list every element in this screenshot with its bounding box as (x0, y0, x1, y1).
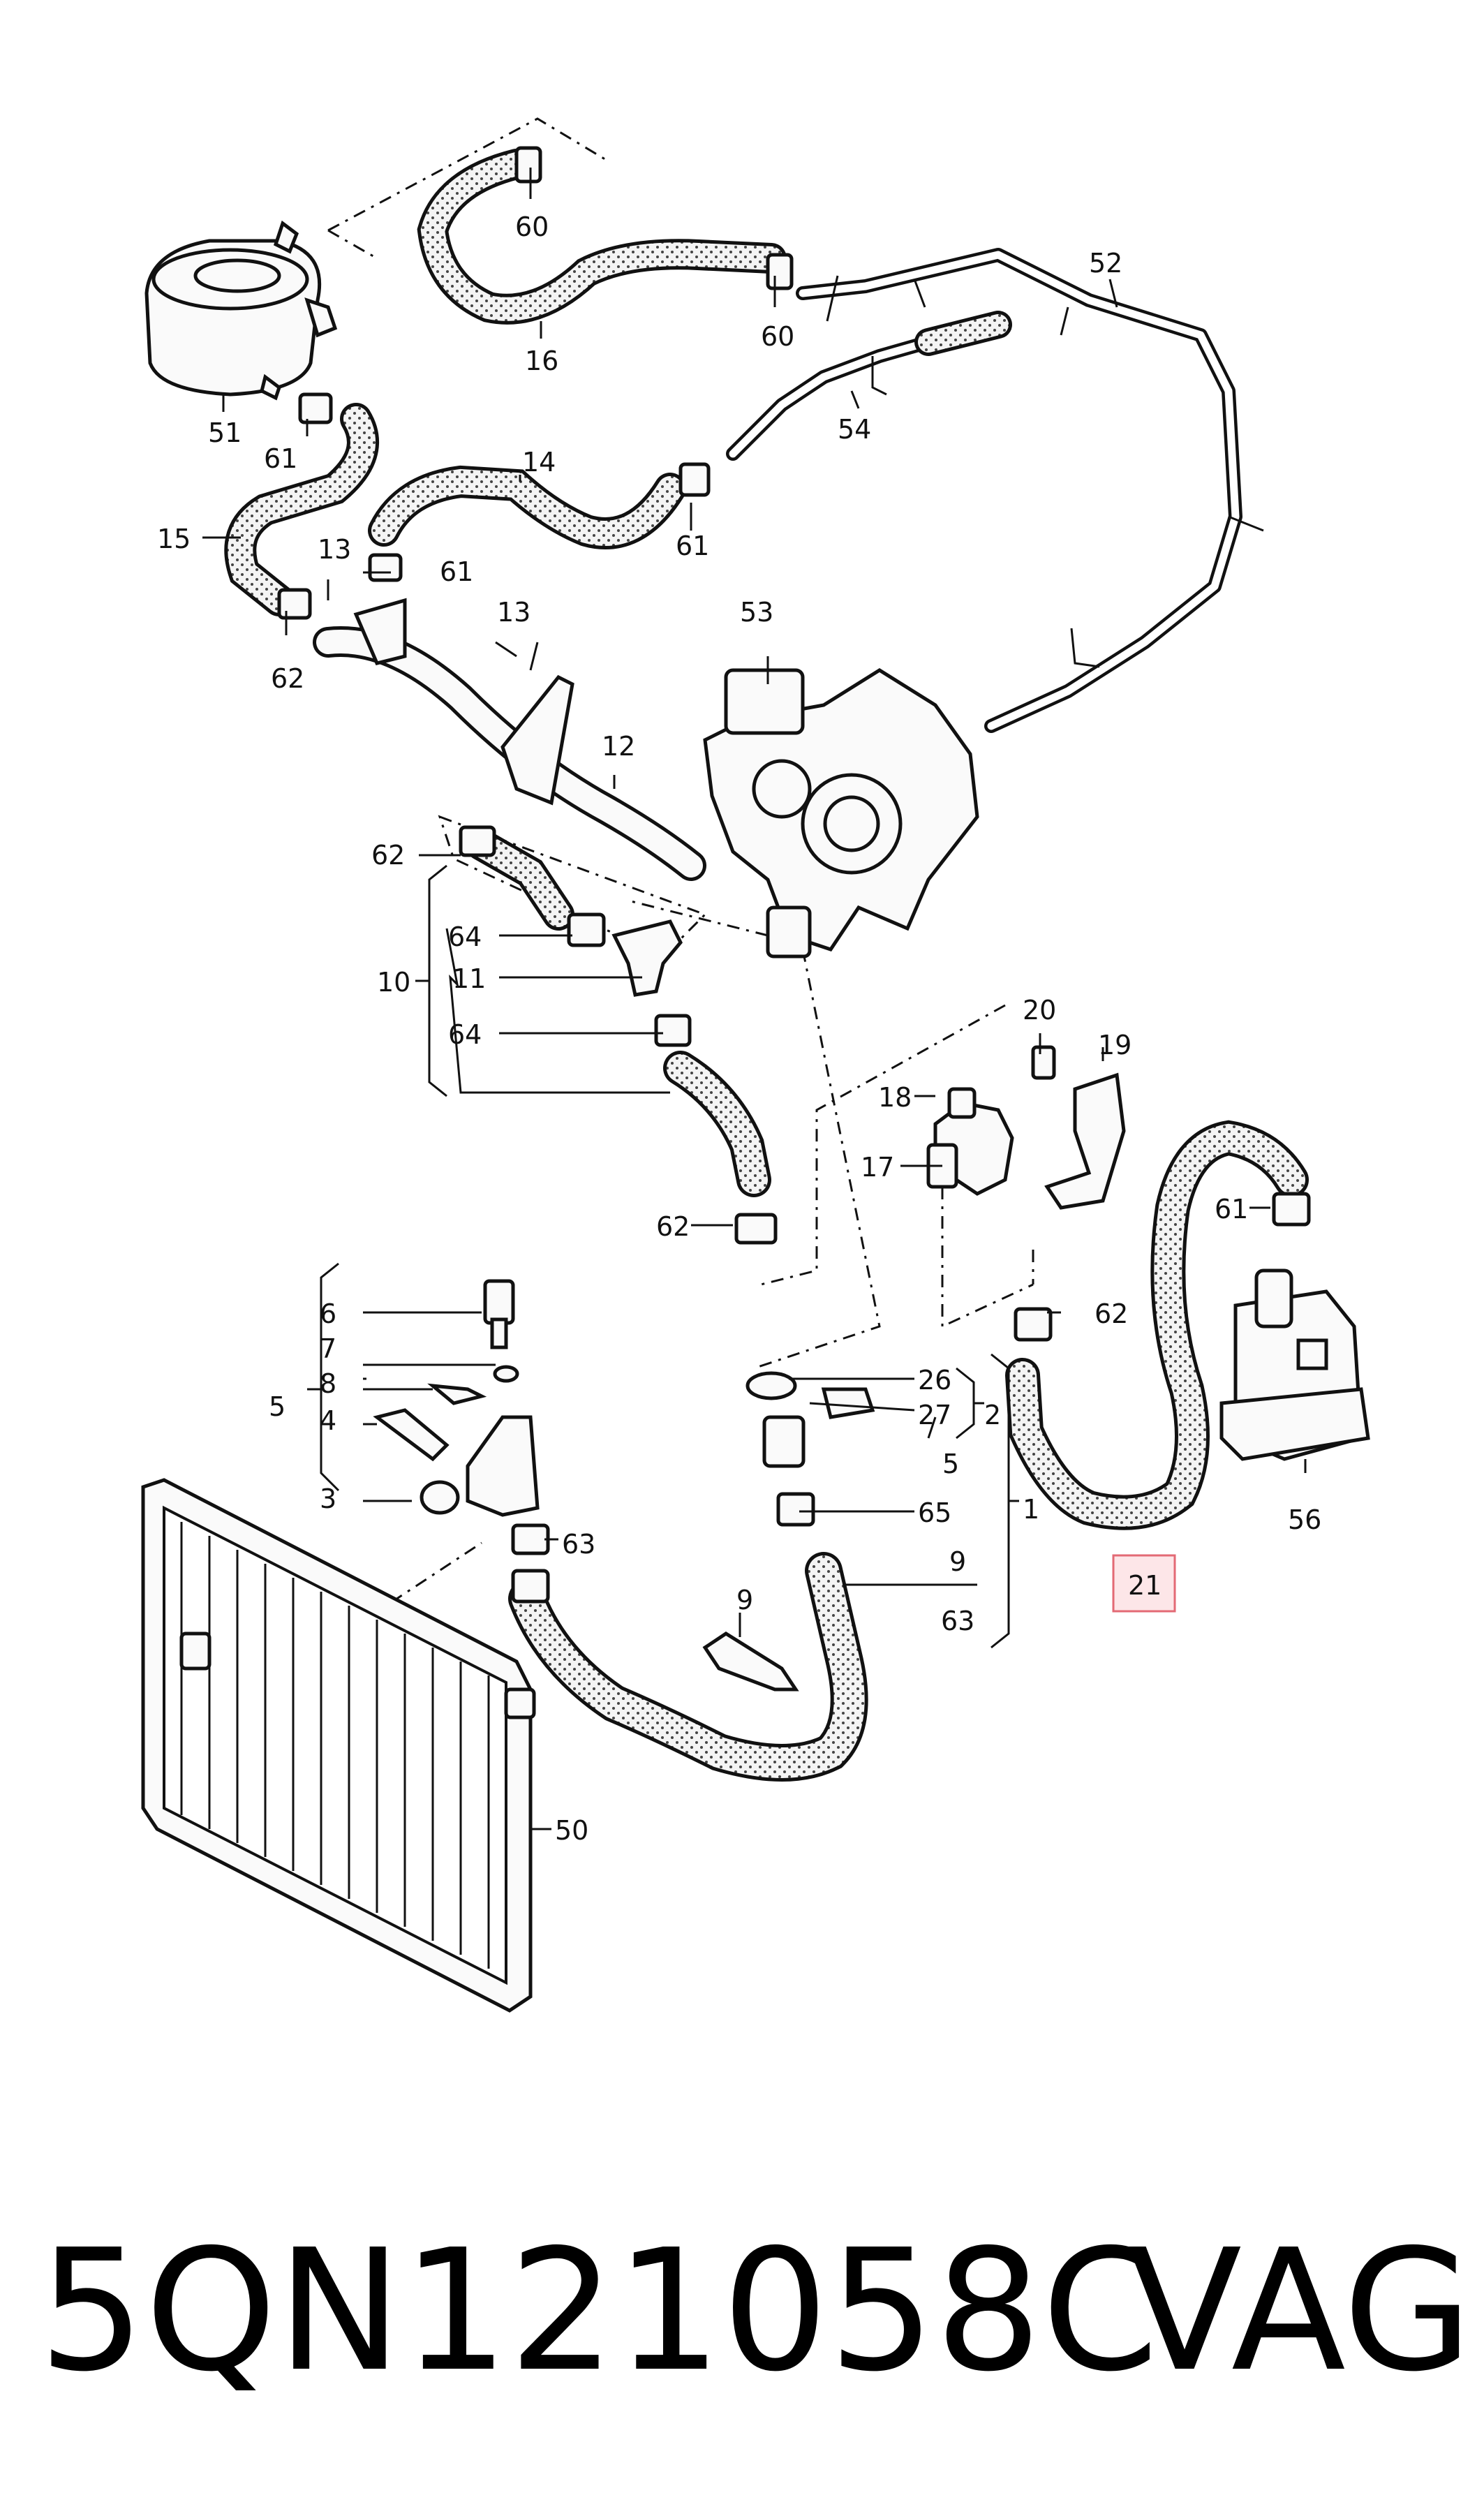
callout-17: 17 (861, 1152, 894, 1183)
pipe-54 (726, 311, 1012, 461)
callout-62d: 62 (1095, 1298, 1128, 1329)
callout-50: 50 (555, 1815, 588, 1846)
footer: 5QN121058C VAG (0, 2206, 1484, 2415)
callout-64a: 64 (448, 922, 482, 952)
brand-text: VAG (1127, 2213, 1473, 2408)
callout-10: 10 (377, 967, 410, 998)
callout-21-highlighted: 21 (1128, 1570, 1162, 1601)
callout-60a: 60 (515, 212, 549, 242)
highlight-box (1112, 1554, 1176, 1613)
callout-53: 53 (740, 597, 773, 628)
callout-54: 54 (838, 414, 871, 445)
hose-21 (1005, 1120, 1311, 1530)
callout-13b: 13 (497, 597, 530, 628)
callout-5a: 5 (269, 1391, 285, 1422)
leader-lines (202, 168, 1307, 1830)
callout-19: 19 (1098, 1030, 1131, 1060)
callout-14: 14 (522, 447, 556, 478)
expansion-tank (144, 220, 338, 401)
callout-52: 52 (1089, 248, 1122, 279)
callout-7: 7 (320, 1333, 336, 1364)
callout-60b: 60 (761, 321, 794, 352)
callout-6: 6 (320, 1298, 336, 1329)
callout-20: 20 (1023, 995, 1056, 1026)
callout-11: 11 (452, 963, 486, 994)
callout-12: 12 (602, 731, 635, 762)
callout-51: 51 (208, 417, 242, 448)
callout-8: 8 (320, 1368, 336, 1399)
pipe-12 (313, 598, 706, 881)
callout-1: 1 (1023, 1494, 1039, 1525)
part-number-text: 5QN121058C (38, 2213, 1159, 2408)
callout-26: 26 (918, 1365, 951, 1396)
callout-61d: 61 (1215, 1194, 1248, 1224)
thermostat-housing (703, 668, 979, 959)
callout-64b: 64 (448, 1019, 482, 1050)
pipe-52 (796, 248, 1264, 733)
callout-4: 4 (320, 1405, 336, 1436)
hose-14 (368, 462, 711, 582)
callout-16: 16 (525, 346, 558, 376)
callout-62b: 62 (371, 840, 405, 871)
callout-62a: 62 (271, 663, 304, 694)
callout-63a: 63 (562, 1529, 595, 1560)
callout-2: 2 (984, 1400, 1001, 1430)
callout-56: 56 (1288, 1504, 1321, 1535)
oil-cooler (1219, 1268, 1370, 1461)
hose-16 (417, 146, 794, 325)
callout-63b: 63 (941, 1606, 974, 1636)
callout-9b: 9 (736, 1585, 753, 1615)
callout-9a: 9 (949, 1546, 966, 1577)
callout-61c: 61 (440, 556, 473, 587)
callout-15: 15 (157, 524, 191, 554)
sensor-housing (373, 1279, 550, 1555)
callout-61b: 61 (676, 531, 709, 561)
callout-labels: 60 60 52 16 51 54 61 14 61 15 13 61 13 5… (157, 212, 1321, 1846)
callout-27: 27 (918, 1400, 951, 1430)
hose-9 (508, 1371, 875, 1782)
radiator (141, 1478, 536, 2013)
hose-10 (459, 825, 778, 1245)
callout-13a: 13 (318, 534, 351, 565)
callout-3: 3 (320, 1483, 336, 1514)
valve-17 (926, 1045, 1126, 1210)
callout-65: 65 (918, 1497, 951, 1528)
callout-18: 18 (878, 1082, 912, 1113)
callout-61a: 61 (264, 443, 297, 474)
hose-15 (224, 392, 379, 620)
callout-62c: 62 (656, 1211, 690, 1242)
assembly-lines (195, 117, 1034, 1733)
callout-5b: 5 (942, 1449, 959, 1479)
